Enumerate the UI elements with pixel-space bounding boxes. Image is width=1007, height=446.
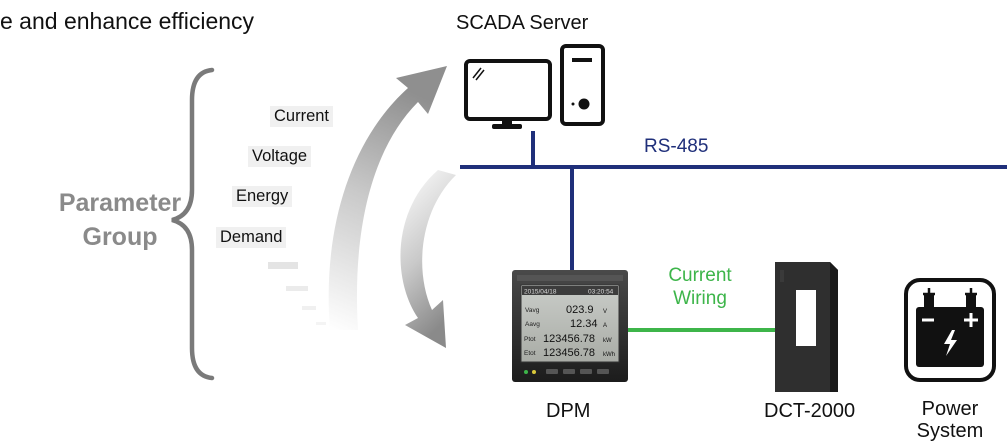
current-wiring-line1: Current (668, 265, 732, 286)
header-text: e and enhance efficiency (0, 8, 255, 34)
parameter-group-title: Parameter Group (55, 186, 185, 254)
parameter-title-line2: Group (82, 223, 158, 251)
current-wiring-label: Current Wiring (655, 264, 745, 310)
dpm-row2-value: 12.34 (570, 318, 598, 330)
upload-arrow (328, 66, 447, 330)
placeholder-bar (286, 286, 308, 291)
power-system-line2: System (916, 420, 984, 442)
dpm-row2-unit: A (603, 323, 607, 329)
dpm-row2-label: Aavg (525, 321, 540, 328)
dpm-screen-date: 2015/04/18 (524, 289, 557, 296)
rs485-label: RS-485 (644, 136, 709, 157)
placeholder-bar (268, 262, 298, 269)
dpm-device: 2015/04/18 03:20:54 Vavg 023.9 V Aavg 12… (512, 270, 628, 382)
ct-device (775, 262, 838, 392)
download-arrow (400, 170, 456, 348)
dpm-row1-label: Vavg (525, 307, 540, 314)
scada-server-label: SCADA Server (456, 12, 589, 34)
dpm-row1-value: 023.9 (566, 304, 594, 316)
battery-icon (904, 278, 996, 382)
param-item-current: Current (270, 106, 334, 127)
dpm-row4-unit: kWh (603, 352, 615, 358)
param-item-energy: Energy (232, 186, 293, 207)
dpm-row3-label: Ptot (524, 336, 536, 343)
dpm-row3-unit: kW (603, 338, 612, 344)
param-item-demand: Demand (216, 227, 287, 248)
placeholder-bar (316, 322, 326, 325)
dpm-screen-time: 03:20:54 (588, 289, 614, 296)
placeholder-bar (302, 306, 316, 310)
dpm-row4-value: 123456.78 (543, 347, 595, 359)
param-item-voltage: Voltage (248, 146, 312, 167)
parameter-title-line1: Parameter (58, 189, 182, 217)
dpm-row3-value: 123456.78 (543, 333, 595, 345)
power-system-line1: Power (921, 398, 979, 420)
dpm-row1-unit: V (603, 309, 607, 315)
power-system-label: Power System (900, 398, 1000, 442)
dpm-label: DPM (546, 400, 591, 422)
current-wiring-line2: Wiring (673, 288, 727, 309)
dpm-row4-label: Etot (524, 350, 536, 357)
server-tower-icon (560, 44, 605, 126)
dct-2000-label: DCT-2000 (764, 400, 856, 422)
monitor-icon (464, 59, 552, 129)
curly-brace (171, 67, 215, 381)
